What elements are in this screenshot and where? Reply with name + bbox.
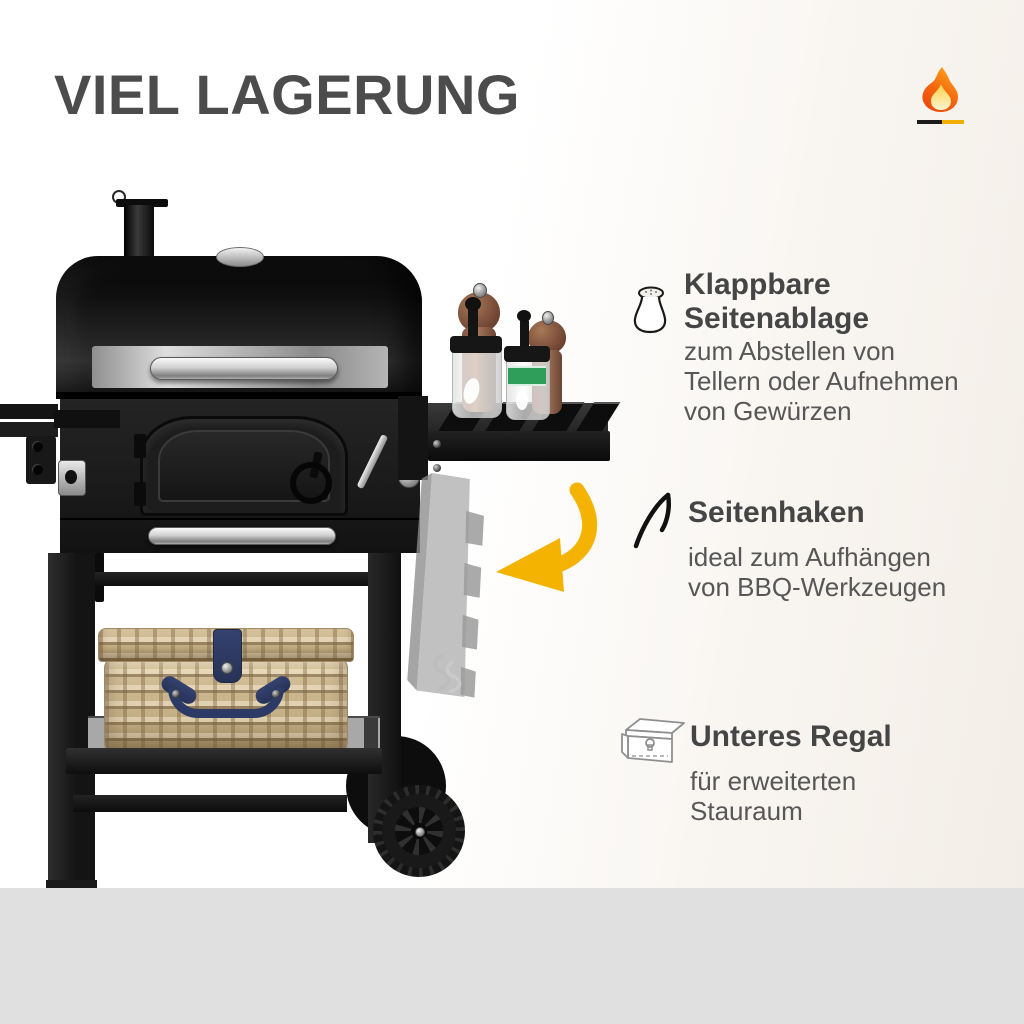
- table-screw-top: [433, 440, 441, 448]
- page-title: VIEL LAGERUNG: [54, 63, 520, 126]
- brand-logo: [915, 66, 967, 128]
- pointer-arrow: [496, 482, 598, 592]
- title-line: Seitenhaken: [688, 496, 865, 529]
- footer-band: [0, 888, 1024, 1024]
- grill-crossbar: [73, 795, 347, 812]
- firebox-seam: [60, 518, 420, 520]
- bracket-knob-bottom: [32, 464, 43, 475]
- callout-title: Unteres Regal: [690, 720, 892, 754]
- body-line: zum Abstellen von: [684, 336, 896, 366]
- grill-mid-rail: [95, 572, 373, 586]
- logo-underline-right: [942, 120, 964, 124]
- basket-strap: [213, 629, 242, 683]
- lower-shelf-front-rail: [66, 748, 382, 774]
- door-hinge-bottom: [134, 482, 146, 506]
- body-line: Tellern oder Aufnehmen: [684, 366, 959, 396]
- callout-title: Klappbare Seitenablage: [684, 268, 869, 336]
- spice-jar-right-spoon-stem: [520, 318, 529, 350]
- hook-icon: [633, 492, 671, 549]
- grill-left-leg: [48, 553, 95, 887]
- lid-rim: [56, 392, 422, 399]
- left-shelf-arm: [54, 410, 120, 428]
- bracket-knob-top: [32, 441, 43, 452]
- body-line: Stauraum: [690, 796, 803, 826]
- spice-jar-left-spoon-knob: [465, 297, 481, 311]
- ghost-side-hook-panel: [407, 473, 484, 698]
- side-table-fascia: [428, 431, 610, 461]
- body-line: von BBQ-Werkzeugen: [688, 572, 947, 602]
- callout-title: Seitenhaken: [688, 496, 865, 530]
- side-table-bracket: [398, 396, 428, 480]
- left-shelf-folded-bar2: [0, 422, 58, 437]
- salt-shaker-icon: [633, 286, 667, 334]
- pepper-mill-left-top: [458, 292, 500, 332]
- front-tool-bar: [148, 527, 336, 545]
- title-line: Klappbare: [684, 268, 831, 301]
- door-hinge-top: [134, 434, 146, 458]
- lid-handle: [150, 357, 338, 380]
- lid-thermometer: [216, 247, 264, 267]
- logo-underline-left: [917, 120, 942, 124]
- grill-front-wheel: [373, 785, 465, 877]
- table-screw-bottom: [433, 464, 441, 472]
- bottle-opener-hole: [65, 470, 77, 484]
- s-hook-1: [433, 653, 451, 691]
- title-line: Unteres Regal: [690, 720, 892, 753]
- callout-body: ideal zum Aufhängen von BBQ-Werkzeugen: [688, 542, 946, 602]
- body-line: ideal zum Aufhängen: [688, 542, 931, 572]
- spice-jar-right-green-label: [508, 366, 546, 386]
- callout-body: für erweiterten Stauraum: [690, 766, 856, 826]
- chimney-cap: [116, 199, 168, 207]
- body-line: von Gewürzen: [684, 396, 852, 426]
- pepper-mill-right-finial: [542, 311, 554, 325]
- flame-icon: [922, 67, 958, 112]
- spice-jar-left-lid: [450, 336, 502, 353]
- basket-rivet-right: [272, 690, 280, 698]
- spice-jar-left-spoon-stem: [468, 306, 478, 340]
- spice-jar-right-spoon-knob: [517, 310, 531, 322]
- pepper-mill-left-finial: [473, 283, 487, 298]
- basket-strap-button: [221, 662, 233, 674]
- chimney-pipe: [124, 205, 154, 261]
- spice-jar-right-spoon-bowl: [516, 390, 528, 410]
- body-line: für erweiterten: [690, 766, 857, 796]
- spice-jar-right-lid: [504, 346, 550, 362]
- storage-box-icon: [621, 718, 685, 763]
- basket-handle: [168, 688, 284, 718]
- s-hook-2: [445, 660, 462, 694]
- basket-rivet-left: [172, 690, 180, 698]
- left-shelf-folded-bar1: [0, 404, 58, 419]
- callout-body: zum Abstellen von Tellern oder Aufnehmen…: [684, 336, 959, 426]
- wheel-axle-pin: [415, 827, 425, 837]
- title-line: Seitenablage: [684, 302, 870, 335]
- door-ring-handle: [290, 462, 332, 504]
